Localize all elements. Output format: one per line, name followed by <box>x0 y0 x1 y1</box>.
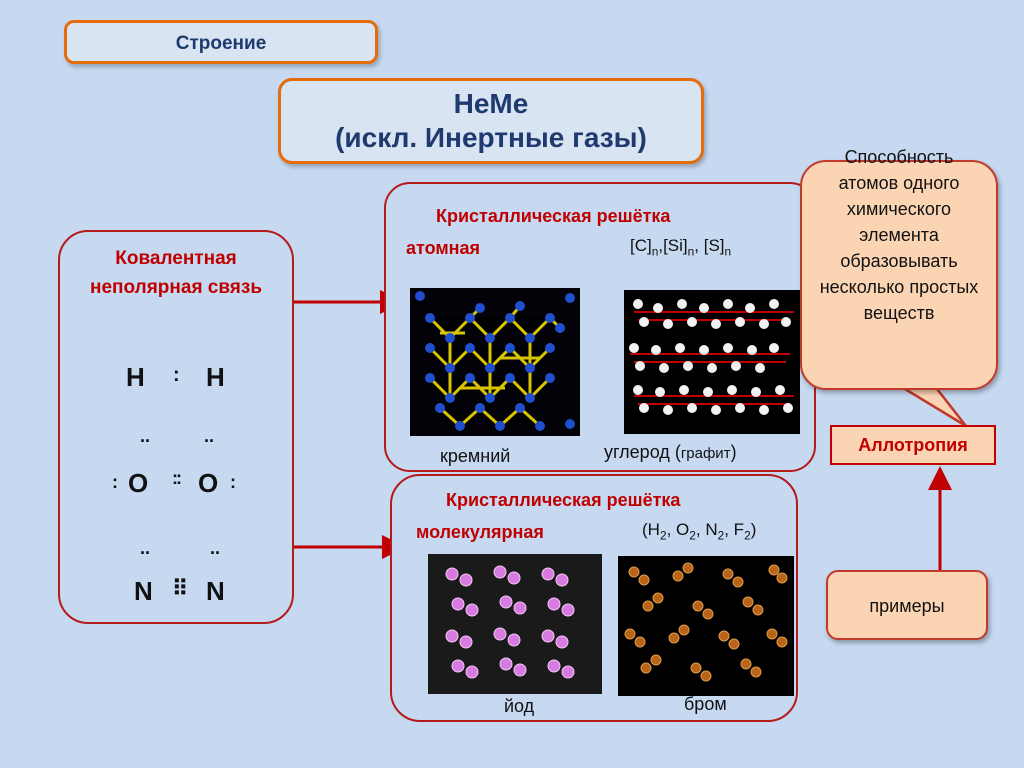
allotropy-box: Аллотропия <box>830 425 996 465</box>
structure-label: Строение <box>175 33 267 54</box>
n-bond: ⠿ <box>172 576 189 601</box>
f-close: ) <box>750 520 757 539</box>
allotropy-label: Аллотропия <box>858 435 968 455</box>
iodine-lattice-image <box>428 554 602 694</box>
molecular-subtitle: молекулярная <box>416 522 544 542</box>
formula-si: ,[Si] <box>658 236 688 255</box>
title-box: НеМе (искл. Инертные газы) <box>278 78 704 164</box>
f-sub3: 2 <box>717 528 725 543</box>
structure-label-box: Строение <box>64 20 378 64</box>
f-f: , F <box>724 520 745 539</box>
f-sub2: 2 <box>689 528 696 543</box>
atomic-formula: [C]n,[Si]n, [S]n <box>630 236 731 258</box>
formula-s: , [S] <box>694 236 725 255</box>
o-left: O <box>128 468 149 498</box>
allotropy-definition-callout <box>800 160 998 390</box>
iodine-label: йод <box>504 696 535 716</box>
h-bond: : <box>173 364 180 386</box>
graphite-lattice-image <box>624 290 800 434</box>
atomic-title: Кристаллическая решётка <box>436 206 671 226</box>
o-right: O <box>198 468 219 498</box>
h-left: H <box>126 362 145 392</box>
n-top-dots-right: .. <box>210 538 221 558</box>
bromine-lattice-image <box>618 556 794 696</box>
title-line1: НеМе <box>453 88 529 119</box>
n2-formula: .. .. N ⠿ N <box>60 538 292 618</box>
sub-n3: n <box>724 244 732 259</box>
bromine-lattice-svg <box>618 556 794 696</box>
o-top-dots: .. <box>140 426 151 446</box>
o2-formula: .. .. : O :: O : <box>60 426 292 528</box>
o-left-dots: : <box>112 472 118 492</box>
carbon-close: ) <box>730 442 737 462</box>
molecular-formula: (H2, O2, N2, F2) <box>642 520 756 542</box>
f-open: (H <box>642 520 660 539</box>
covalent-bond-box: Ковалентная неполярная связь H : H .. ..… <box>58 230 294 624</box>
callout-text: Способность атомов одного химического эл… <box>819 147 979 323</box>
o-bond: :: <box>172 468 182 488</box>
o-top-dots-right: .. <box>204 426 215 446</box>
iodine-lattice-svg <box>428 554 602 694</box>
carbon-text: углерод ( <box>604 442 681 462</box>
bromine-label: бром <box>684 694 727 714</box>
atomic-lattice-box: Кристаллическая решётка атомная [C]n,[Si… <box>384 182 816 472</box>
graphite-lattice-svg <box>624 290 800 434</box>
o-right-dots: : <box>230 472 236 492</box>
graphite-text: графит <box>680 445 731 462</box>
sub-n1: n <box>651 244 659 259</box>
title-line2: (искл. Инертные газы) <box>335 122 647 153</box>
molecular-title: Кристаллическая решётка <box>446 490 681 510</box>
sub-n2: n <box>687 244 695 259</box>
n-left: N <box>134 576 153 606</box>
h2-formula: H : H <box>60 362 292 402</box>
f-o: , O <box>666 520 690 539</box>
h-right: H <box>206 362 225 392</box>
f-sub4: 2 <box>744 528 751 543</box>
formula-c: [C] <box>630 236 652 255</box>
molecular-lattice-box: Кристаллическая решётка молекулярная (H2… <box>390 474 798 722</box>
examples-label: примеры <box>869 596 945 616</box>
f-n: , N <box>695 520 718 539</box>
bond-title: Ковалентная неполярная связь <box>89 248 263 298</box>
f-sub1: 2 <box>659 528 667 543</box>
atomic-subtitle: атомная <box>406 238 481 258</box>
silicon-lattice-image <box>410 288 580 436</box>
silicon-lattice-svg <box>410 288 580 436</box>
n-right: N <box>206 576 225 606</box>
carbon-label: углерод (графит) <box>604 442 737 463</box>
examples-box: примеры <box>826 570 988 640</box>
n-top-dots: .. <box>140 538 151 558</box>
silicon-label: кремний <box>440 446 511 466</box>
